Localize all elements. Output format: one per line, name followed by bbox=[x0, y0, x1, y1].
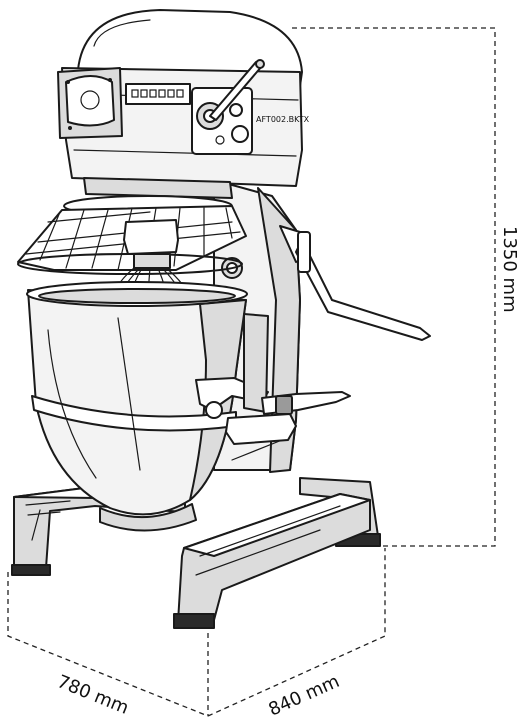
bowl-lift-lever bbox=[295, 239, 431, 341]
front-foot-pad bbox=[173, 613, 215, 629]
front-foot-top bbox=[183, 493, 371, 557]
height-dimension-line bbox=[292, 27, 496, 547]
depth-label: 780 mm bbox=[54, 671, 132, 719]
left-foot-pad bbox=[11, 564, 51, 576]
clamp-block bbox=[225, 413, 297, 445]
bowl-inner bbox=[38, 288, 236, 304]
front-foot bbox=[177, 493, 371, 623]
model-label: AFT002.BKTX bbox=[256, 115, 310, 124]
guard-ring-top bbox=[83, 177, 233, 199]
bowl-clamp bbox=[225, 313, 351, 445]
head: AFT002.BKTX bbox=[57, 9, 310, 187]
display-indicators bbox=[131, 89, 184, 98]
whisk-collar bbox=[133, 253, 171, 269]
width-dimension-line bbox=[207, 548, 386, 717]
side-plate-cover bbox=[65, 75, 115, 127]
head-top bbox=[77, 9, 303, 87]
depth-dimension-line bbox=[7, 572, 209, 717]
height-label: 1350 mm bbox=[499, 226, 520, 313]
bowl-base bbox=[99, 503, 197, 532]
safety-guard bbox=[17, 177, 247, 275]
stop-button bbox=[231, 125, 249, 143]
dimension-lines bbox=[7, 27, 496, 717]
lever-handle-base bbox=[297, 231, 311, 273]
base bbox=[11, 477, 381, 629]
clamp-knob bbox=[275, 395, 293, 415]
handle-pin bbox=[205, 401, 223, 419]
start-button bbox=[229, 103, 243, 117]
display-window bbox=[125, 83, 191, 105]
whisk-hub bbox=[123, 219, 179, 255]
width-label: 840 mm bbox=[265, 671, 342, 721]
